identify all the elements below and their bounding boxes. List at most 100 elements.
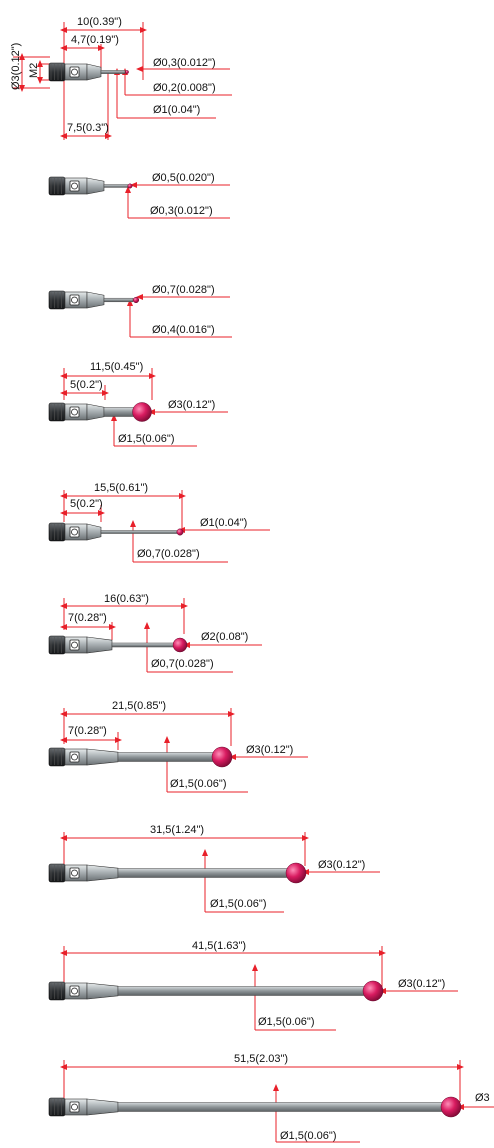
probe-2: Ø0,5(0.020") Ø0,3(0.012") [125,172,230,219]
overall-length-label: 51,5(2.03") [234,1053,288,1065]
spanner-hole-icon [71,182,78,190]
spanner-hole-icon [71,869,78,877]
stem-diameter-label: Ø1,5(0.06") [280,1130,337,1142]
probe-8: 31,5(1.24") Ø3(0.12") Ø1,5(0.06") [60,824,380,913]
stylus-7 [48,746,233,768]
taper-length-label: 5(0.2") [70,379,103,391]
stylus-bodies [48,62,462,1118]
stylus-6 [48,635,188,655]
spanner-hole-icon [71,1103,78,1111]
stylus-stem [100,70,126,74]
probe-6: 16(0.63") 7(0.28") Ø2(0.08") Ø0,7(0.028"… [60,593,262,673]
ball-diameter-label: Ø1(0.04") [200,517,247,529]
threaded-mount-icon [48,863,66,883]
ball-diameter-label: Ø0,5(0.020") [152,172,215,184]
stylus-stem [117,752,223,762]
spanner-hole-icon [71,296,78,304]
shank-diameter-label: Ø1(0.04") [153,104,200,116]
probe-7: 21,5(0.85") 7(0.28") Ø3(0.12") Ø1,5(0.06… [60,700,308,793]
threaded-mount-icon [48,290,66,310]
threaded-mount-icon [48,635,66,655]
ruby-ball-icon [285,862,307,884]
stem-diameter-label: Ø1,5(0.06") [118,433,175,445]
ball-diameter-label: Ø3(0.12") [318,859,365,871]
stem-diameter-label: Ø1,5(0.06") [210,898,267,910]
stylus-taper [86,982,119,1000]
threaded-mount-icon [48,522,66,542]
ruby-ball-icon [440,1096,462,1118]
probe-4: 11,5(0.45") 5(0.2") Ø3(0.12") Ø1,5(0.06"… [60,361,228,447]
stylus-stem [103,184,129,188]
threaded-mount-icon [48,176,66,196]
stylus-2 [48,176,133,196]
stylus-1 [48,62,129,82]
stylus-taper [86,636,113,654]
probe-5: 15,5(0.61") 5(0.2") Ø1(0.04") Ø0,7(0.028… [60,482,270,563]
stylus-4 [48,402,152,422]
threaded-mount-icon [48,747,66,767]
overall-length-label: 15,5(0.61") [94,482,148,494]
stylus-stem [103,297,134,303]
ruby-ball-icon [132,296,140,304]
stylus-8 [48,862,307,884]
ruby-ball-icon [362,980,384,1002]
spanner-hole-icon [71,528,78,536]
taper-length-label: 4,7(0.19") [71,34,119,46]
stem-diameter-label: Ø0,4(0.016") [152,324,215,336]
ruby-ball-icon [132,402,152,422]
probe-3: Ø0,7(0.028") Ø0,4(0.016") [127,284,232,338]
stylus-taper [86,864,119,882]
stylus-stem [117,986,374,996]
stylus-stem [117,1102,452,1112]
stylus-stem [100,530,181,534]
ball-diameter-label: Ø0,7(0.028") [152,284,215,296]
threaded-mount-icon [48,62,66,82]
probe-10: 51,5(2.03") Ø3 Ø1,5(0.06") [60,1053,494,1143]
stem-diameter-label: Ø0,2(0.008") [153,82,216,94]
ruby-ball-icon [172,637,188,653]
stem-diameter-label: Ø1,5(0.06") [170,778,227,790]
spanner-hole-icon [71,987,78,995]
probe-9: 41,5(1.63") Ø3(0.12") Ø1,5(0.06") [60,940,458,1031]
ruby-ball-icon [176,528,184,536]
stylus-stem [117,868,297,878]
taper-length-label: 7(0.28") [68,725,107,737]
ball-diameter-label: Ø3 [475,1092,490,1104]
stylus-taper [86,63,102,81]
stylus-10 [48,1096,462,1118]
stem-diameter-label: Ø0,7(0.028") [151,658,214,670]
overall-length-label: 10(0.39") [77,16,122,28]
spanner-hole-icon [71,641,78,649]
ball-diameter-label: Ø3(0.12") [168,399,215,411]
spanner-hole-icon [71,753,78,761]
tip-length-label: 7,5(0.3") [67,122,109,134]
ball-diameter-label: Ø0,3(0.012") [153,57,216,69]
overall-length-label: 11,5(0.45") [90,361,143,373]
threaded-mount-icon [48,981,66,1001]
ball-diameter-label: Ø3(0.12") [398,978,445,990]
overall-length-label: 21,5(0.85") [112,700,166,712]
stem-diameter-label: Ø0,3(0.012") [150,205,213,217]
stylus-taper [86,748,119,766]
stylus-3 [48,290,140,310]
stylus-9 [48,980,384,1002]
stylus-taper [86,523,102,541]
overall-length-label: 31,5(1.24") [150,824,204,836]
stylus-5 [48,522,184,542]
stylus-taper [86,291,105,309]
stylus-taper [86,403,105,421]
overall-length-label: 16(0.63") [104,593,149,605]
ball-diameter-label: Ø2(0.08") [201,631,248,643]
threaded-mount-icon [48,1097,66,1117]
ball-diameter-label: Ø3(0.12") [246,744,293,756]
stylus-taper [86,177,105,195]
spanner-hole-icon [71,68,78,76]
taper-length-label: 5(0.2") [70,498,103,510]
probe-1: 10(0.39") 4,7(0.19") 7,5(0.3") Ø3(0.12")… [10,16,232,140]
mount-diameter-label: Ø3(0.12") [10,43,22,90]
threaded-mount-icon [48,402,66,422]
ruby-ball-icon [211,746,233,768]
ruby-ball-icon [125,70,129,74]
thread-label: M2 [28,63,40,78]
